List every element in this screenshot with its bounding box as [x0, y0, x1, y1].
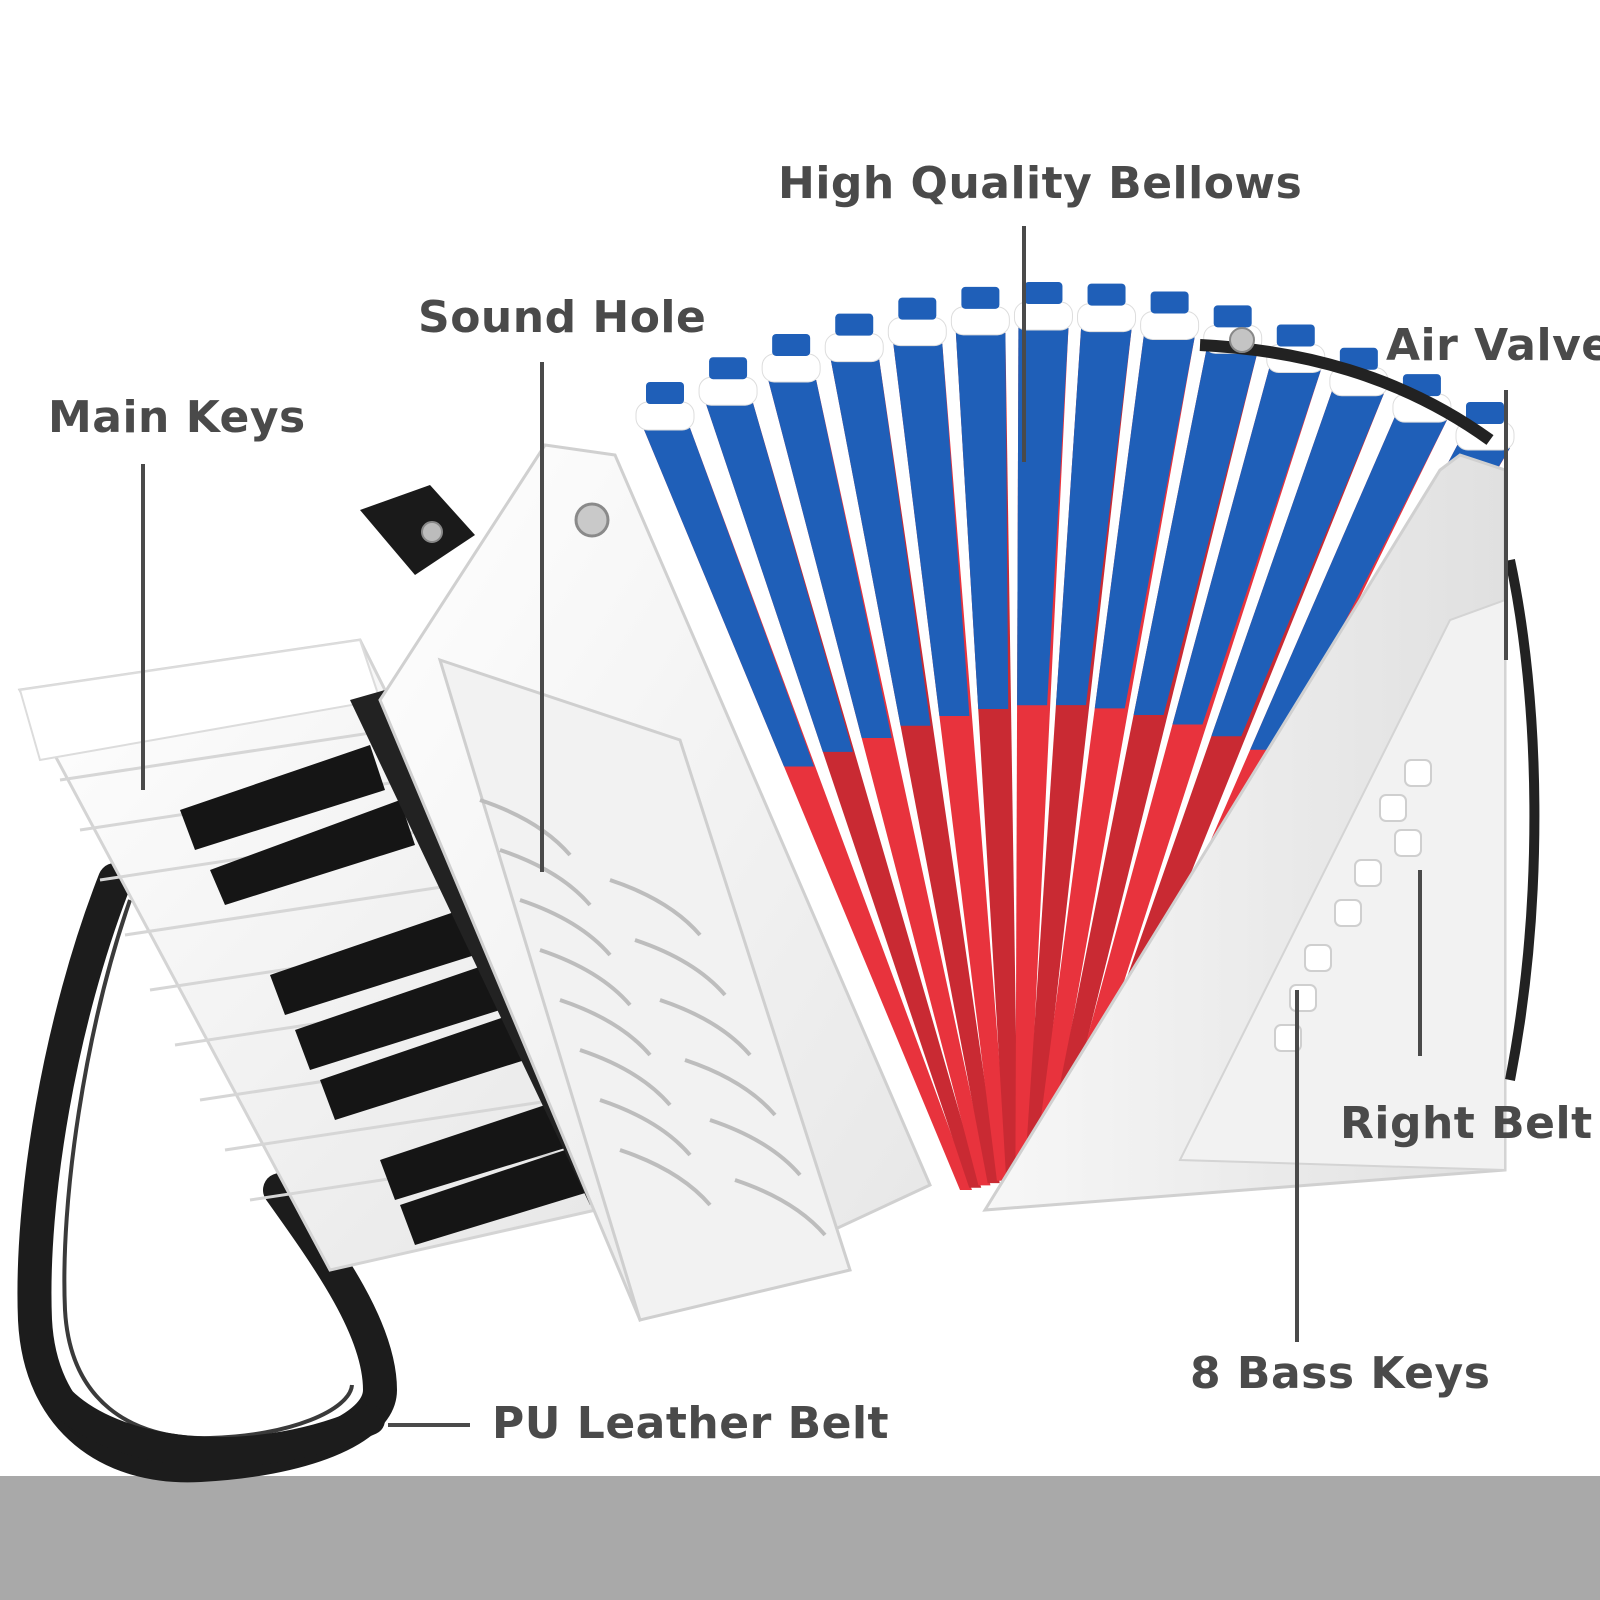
label-main-keys: Main Keys: [48, 392, 306, 443]
bellows-blue-band: [640, 420, 814, 767]
bellows-blue-band: [1017, 320, 1069, 706]
label-8-bass-keys: 8 Bass Keys: [1190, 1348, 1491, 1399]
bellows-cap: [635, 401, 695, 431]
sound-hole-grille: [479, 798, 827, 1237]
bellows-cap: [887, 317, 947, 347]
pu-leather-belt-strap: [17, 863, 398, 1483]
label-right-belt: Right Belt: [1340, 1098, 1593, 1149]
bellows-tab: [961, 286, 1000, 309]
leader-pu-leather-belt: [388, 1423, 470, 1427]
label-pu-leather-belt: PU Leather Belt: [492, 1398, 890, 1449]
label-air-valve: Air Valve: [1386, 320, 1600, 371]
floor-band: [0, 1476, 1600, 1600]
bellows-cap: [824, 333, 884, 363]
air-valve-button: [574, 502, 610, 538]
bellows-blue-band: [1133, 343, 1258, 715]
bellows-blue-band: [955, 324, 1009, 709]
bellows-tab: [898, 297, 937, 320]
bellows-blue-band: [703, 395, 853, 752]
bellows-cap: [950, 306, 1010, 336]
label-high-quality-bellows: High Quality Bellows: [778, 158, 1303, 209]
label-sound-hole: Sound Hole: [418, 292, 707, 343]
bass-box: [982, 453, 1507, 1212]
bellows-blue-band: [766, 371, 892, 738]
bellows-blue-band: [829, 351, 931, 726]
bellows-tab: [646, 382, 684, 404]
bellows-tab: [1466, 402, 1504, 424]
right-belt-strap: [1505, 558, 1540, 1081]
bellows-blue-band: [1172, 362, 1321, 725]
bellows-cap: [761, 353, 821, 383]
bellows-tab: [835, 313, 874, 336]
bellows-cap: [698, 376, 758, 406]
bellows-cap: [1077, 303, 1137, 333]
black-keys: [180, 745, 595, 1245]
bellows-tab: [1213, 305, 1252, 328]
bellows-tab: [709, 357, 748, 380]
bellows-tab: [1024, 282, 1063, 305]
bellows-cap: [1140, 310, 1200, 340]
bellows-tab: [772, 333, 811, 356]
bellows-blue-band: [892, 335, 970, 716]
leader-sound-hole: [540, 362, 544, 872]
leader-high-quality-bellows: [1022, 226, 1026, 462]
bellows-blue-band: [1055, 321, 1132, 706]
bellows-tab: [1087, 283, 1126, 306]
bellows-tab: [1276, 324, 1315, 347]
leader-8-bass-keys: [1295, 990, 1299, 1342]
bellows-blue-band: [1250, 412, 1447, 750]
leader-air-valve: [1504, 390, 1508, 660]
top-strap-buckle: [360, 485, 475, 575]
bellows-blue-band: [1211, 385, 1384, 737]
bellows-tab: [1150, 291, 1189, 314]
leader-main-keys: [141, 464, 145, 790]
leader-right-belt: [1418, 870, 1422, 1056]
bellows-blue-band: [1094, 329, 1195, 709]
